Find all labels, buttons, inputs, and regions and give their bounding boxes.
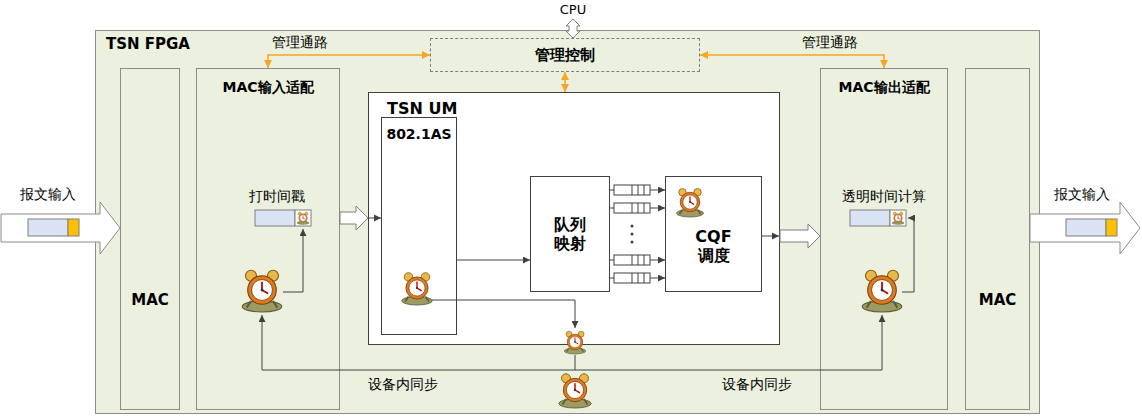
clock-icon [564,331,586,354]
text-holder: 队列 映射 [546,215,594,253]
packet-body [28,219,68,236]
node-title: MAC [979,291,1017,309]
node-title: TSN FPGA [106,35,190,53]
text-holder: CQF 调度 [690,227,738,265]
connector [268,55,430,68]
timestamp-wire [902,218,914,292]
clock-icon [677,189,704,218]
text-holder: 报文输入 [20,186,76,203]
timestamp-wire [283,229,303,292]
node-note: 打时间戳 [249,188,305,205]
edge-label: 管理通路 [800,34,860,51]
text-holder: 802.1AS [386,126,451,143]
text-holder: 设备内同步 [722,376,792,393]
node-title: CQF 调度 [690,227,738,265]
ellipsis-dot [631,241,634,244]
sync-wire [262,370,882,371]
connector [457,260,530,261]
data-wire [762,236,779,237]
node-title: 802.1AS [386,126,451,143]
sync-wire [262,315,263,370]
text-holder: 透明时间计算 [842,188,926,205]
packet-timestamp [890,210,906,226]
text-holder: 管理控制 [535,46,595,64]
node-title: MAC输入适配 [222,79,313,96]
clock-icon [892,212,904,225]
queue-symbol [614,273,650,283]
sync-wire [575,355,576,370]
mac-box: MAC [965,68,1030,410]
clock-icon [559,374,591,408]
annotation-label: 报文输入 [1054,186,1110,203]
packet-body [1066,219,1106,236]
text-holder: MAC输入适配 [222,79,313,96]
clock-icon [297,212,309,225]
adapter-box: MAC输出适配透明时间计算 [820,68,948,410]
sync-wire [882,315,883,370]
packet-body [255,210,295,226]
ellipsis-dot [631,233,634,236]
node-title: MAC [131,291,169,309]
node-title: 队列 映射 [546,215,594,253]
node-note: 透明时间计算 [842,188,926,205]
annotation-label: 设备内同步 [722,376,792,393]
node-title: 管理控制 [535,46,595,64]
connector [564,72,566,92]
flow-arrow [340,206,368,230]
annotation-label: 设备内同步 [368,376,438,393]
text-holder: 设备内同步 [368,376,438,393]
data-wire [369,218,381,219]
text-holder: MAC输出适配 [838,79,929,96]
packet-body [850,210,890,226]
packet-tag [1106,219,1117,236]
text-holder: TSN UM [387,99,457,118]
node-title: MAC输出适配 [838,79,929,96]
adapter-box: MAC输入适配打时间戳 [196,68,340,410]
text-holder: CPU [560,2,586,18]
flow-arrow [780,224,820,248]
input-arrow [1,202,120,254]
text-holder: MAC [131,291,169,309]
edge-label: 管理通路 [270,34,330,51]
ellipsis-dot [631,225,634,228]
packet-timestamp [295,210,311,226]
packet-tag [68,219,79,236]
text-holder: 管理通路 [270,34,330,51]
annotation-label: CPU [560,2,586,18]
text-holder: 报文输入 [1054,186,1110,203]
text-holder: MAC [979,291,1017,309]
annotation-label: 报文输入 [20,186,76,203]
clock-icon [242,270,282,312]
mac-box: MAC [120,68,180,410]
queue-symbol [614,255,650,265]
output-arrow [1030,202,1140,254]
text-holder: TSN FPGA [106,35,190,53]
process-box: 队列 映射 [530,176,610,292]
node-title: TSN UM [387,99,457,118]
queue-symbol [614,185,650,195]
connector [700,55,884,68]
text-holder: 打时间戳 [249,188,305,205]
text-holder: 管理通路 [800,34,860,51]
management-box: 管理控制 [430,38,700,72]
bus-arrow [566,19,580,38]
queue-symbol [614,203,650,213]
clock-icon [402,273,433,305]
tsn-um-box: 802.1AS 队列 映射 CQF 调度 TSN UM [368,92,780,345]
clock-icon [862,270,902,312]
sync-wire [432,300,575,328]
